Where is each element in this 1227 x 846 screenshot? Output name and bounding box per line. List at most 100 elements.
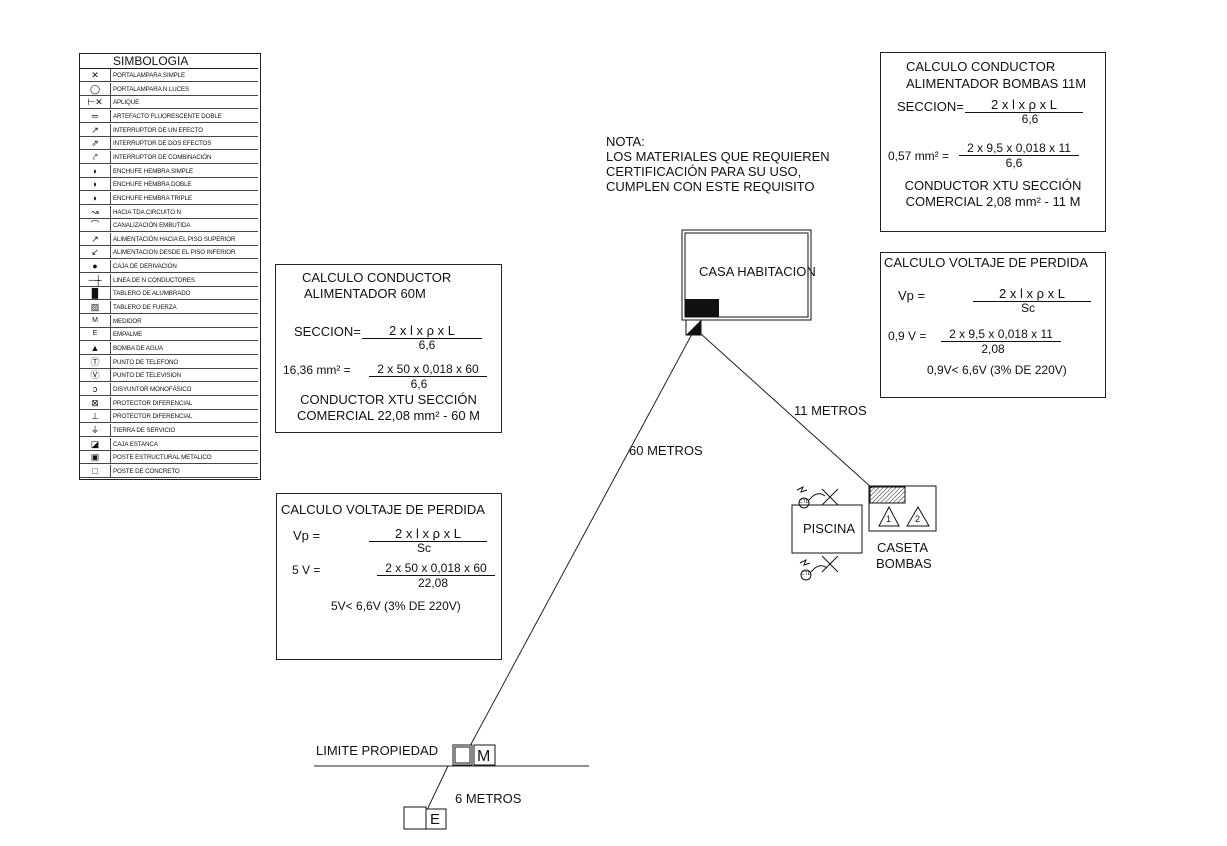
outlet-double-icon: ◗ [80,178,111,191]
formula-denominator: Sc [1020,301,1035,315]
legend-label: HACIA TDA CIRCUITO N [113,208,181,216]
outlet-triple-icon: ◗ [80,191,111,204]
legend-label: ALIMENTACIÓN HACIA EL PISO SUPERIOR [113,235,236,243]
pump-house-label: BOMBAS [876,556,932,571]
concrete-post-icon: □ [80,464,111,477]
legend-label: PROTECTOR DIFERENCIAL [113,413,193,421]
ctd-label: CTD [799,499,810,505]
result-denominator: 2,08 [981,342,1005,356]
legend-label: CAJA DE DERIVACIÓN [113,263,177,271]
feed-down-icon: ↙ [80,246,111,259]
calc-title: CALCULO CONDUCTOR [302,270,452,285]
legend-label: CAJA ESTANCA [113,440,158,448]
result-numerator: 2 x 50 x 0,018 x 60 [377,562,495,576]
distance-label-11m: 11 METROS [794,403,867,418]
distance-label-60m: 60 METROS [629,443,703,458]
pump-icon: ▲ [80,342,111,354]
legend-label: PROTECTOR DIFERENCIAL [113,399,193,407]
ground-icon: ⏚ [80,423,111,436]
legend-row: ⏚TIERRA DE SERVICIO [80,423,258,437]
legend-row: ⤤INTERRUPTOR DE COMBINACIÓN [80,150,258,164]
feed-up-icon: ↗ [80,232,111,245]
result-denominator: 6,6 [1005,156,1023,170]
note-block: NOTA: LOS MATERIALES QUE REQUIEREN CERTI… [606,135,830,193]
formula-numerator: 2 x l x ρ x L [973,287,1091,302]
legend-label: PORTALAMPARA N LUCES [113,85,190,93]
result-label: 16,36 mm² = [283,363,351,377]
legend-label: APLIQUE [113,99,140,107]
legend-label: EMPALME [113,331,143,339]
note-line: NOTA: [606,134,645,149]
legend-label: ENCHUFE HEMBRA DOBLE [113,181,192,189]
switch-double-icon: ⇗ [80,137,111,150]
legend-title: SIMBOLOGIA [113,54,189,68]
property-limit-label: LIMITE PROPIEDAD [316,743,439,758]
result-denominator: 22,08 [417,576,449,590]
empalme-label: E [430,811,441,828]
legend-label: DISYUNTOR MONOFÁSICO [113,385,192,393]
legend-label: ENCHUFE HEMBRA SIMPLE [113,167,194,175]
pump-number: 2 [915,514,921,524]
ground-bar-icon: ⊥ [80,410,111,423]
section-label: SECCION= [897,99,964,114]
empalme-icon: E [80,328,111,341]
calc-title: CALCULO VOLTAJE DE PERDIDA [884,255,1088,270]
legend-row: □POSTE DE CONCRETO [80,464,258,478]
pool-outline [791,504,863,554]
calc-title: CALCULO CONDUCTOR [906,59,1056,74]
legend-row: ▣POSTE ESTRUCTURAL METALICO [80,451,258,465]
lighting-panel [685,299,719,317]
vp-label: Vp = [898,288,926,303]
legend-row: ↙ALIMENTACION DESDE EL PISO INFERIOR [80,246,258,260]
conclusion: 0,9V< 6,6V (3% DE 220V) [927,363,1067,377]
legend-label: CANALIZACIÓN EMBUTIDA [113,222,191,230]
result-label: 5 V = [292,563,321,577]
pool-light-circuit-top [796,485,839,509]
result-denominator: 6,6 [410,377,428,391]
legend-label: INTERRUPTOR DE DOS EFECTOS [113,140,212,148]
legend-row: ◗ENCHUFE HEMBRA DOBLE [80,178,258,192]
legend-row: ◗ENCHUFE HEMBRA TRIPLE [80,191,258,205]
hatched-rect-icon: ▨ [80,301,111,314]
meter-label: M [477,748,491,765]
legend-row: ↝HACIA TDA CIRCUITO N [80,205,258,219]
calc-subtitle: ALIMENTADOR BOMBAS 11M [906,76,1087,91]
x-mark-icon: ✕ [80,69,111,81]
legend-label: ARTEFACTO FLUORESCENTE DOBLE [113,112,222,120]
conclusion: COMERCIAL 22,08 mm² - 60 M [296,408,480,423]
result-numerator: 2 x 50 x 0,018 x 60 [369,363,487,377]
calc-box-voltage-11m: CALCULO VOLTAJE DE PERDIDA Vp = 2 x l x … [880,252,1106,398]
filled-rect-icon: █ [80,287,111,300]
calc-box-feeder-60m: CALCULO CONDUCTOR ALIMENTADOR 60M SECCIO… [275,264,502,433]
legend-label: ALIMENTACION DESDE EL PISO INFERIOR [113,249,236,257]
formula-numerator: 2 x l x ρ x L [362,324,482,339]
pump-house-label: CASETA [877,540,929,555]
formula-denominator: 6,6 [418,338,436,352]
legend-row: █TABLERO DE ALUMBRADO [80,287,258,301]
service-line-6m [426,765,449,811]
feeder-line-11m [700,333,873,489]
legend-row: ─┼LINEA DE N CONDUCTORES [80,273,258,287]
legend-row: ◪CAJA ESTANCA [80,437,258,451]
note-line: CERTIFICACIÓN PARA SU USO, [606,164,802,179]
legend-label: INTERRUPTOR DE COMBINACIÓN [113,153,212,161]
formula-denominator: Sc [416,541,431,555]
conclusion: 5V< 6,6V (3% DE 220V) [331,599,461,613]
calc-subtitle: ALIMENTADOR 60M [304,286,426,301]
sealed-box-icon: ◪ [80,437,111,450]
calc-title: CALCULO VOLTAJE DE PERDIDA [281,502,485,517]
pool-label: PISCINA [803,521,856,536]
legend-label: TABLERO DE ALUMBRADO [113,290,191,298]
house-label: CASA HABITACION [699,264,816,279]
legend-label: BOMBA DE AGUA [113,345,163,352]
legend-table: SIMBOLOGIA ✕PORTALAMPARA SIMPLE◯PORTALAM… [79,53,261,480]
switch-single-icon: ↗ [80,123,111,136]
differential-icon: ⊠ [80,396,111,409]
feeder-line-60m [469,333,693,747]
legend-label: TIERRA DE SERVICIO [113,426,176,434]
conductor-line-icon: ─┼ [80,273,111,286]
